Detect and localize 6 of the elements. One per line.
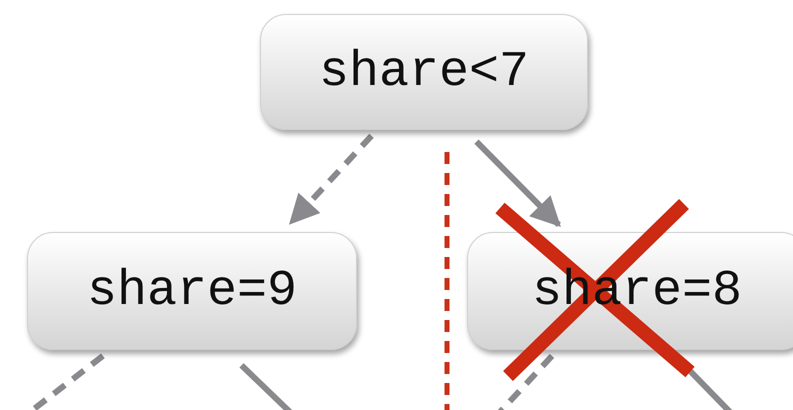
node-label: share=9 xyxy=(86,262,298,320)
decision-box xyxy=(260,14,588,130)
arrow xyxy=(474,140,561,228)
decision-box xyxy=(27,232,357,350)
node-label: share<7 xyxy=(318,44,530,100)
arrow xyxy=(288,134,374,225)
